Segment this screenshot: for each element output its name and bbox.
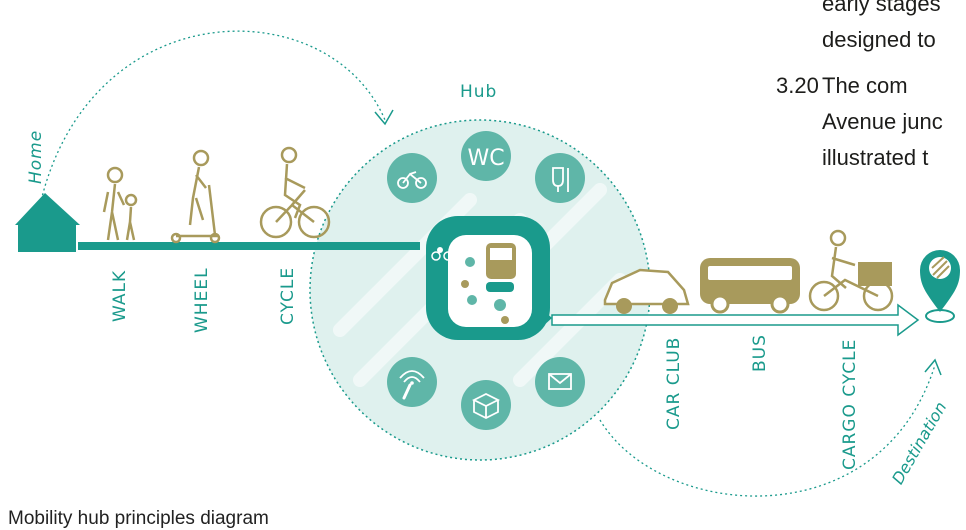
body-text-line-4: Avenue junc	[822, 109, 943, 134]
hub-to-destination-arc	[599, 364, 936, 497]
destination-arrowhead-icon	[924, 358, 942, 376]
bus-icon	[700, 258, 800, 314]
toilet-icon: WC	[461, 131, 511, 181]
home-label: Home	[26, 129, 46, 184]
mode-label-bus: BUS	[750, 334, 770, 372]
parcel-locker-icon	[461, 380, 511, 430]
scooter-icon	[170, 149, 221, 244]
arc-arrowhead-icon	[374, 109, 394, 126]
cafe-icon	[535, 153, 585, 203]
hub-label: Hub	[460, 82, 498, 102]
mode-label-walk: WALK	[110, 269, 130, 322]
mode-label-wheel: WHEEL	[192, 267, 212, 333]
home-icon	[15, 193, 80, 252]
cargo-cycle-icon	[808, 229, 894, 312]
mail-icon	[535, 357, 585, 407]
bicycle-icon	[259, 146, 331, 239]
info-icon	[387, 357, 437, 407]
body-text-line-2: designed to	[822, 27, 936, 52]
wc-label: WC	[467, 146, 504, 171]
figure-caption: Mobility hub principles diagram	[8, 508, 269, 529]
walking-people-icon	[102, 166, 138, 241]
mode-label-cargo-cycle: CARGO CYCLE	[840, 338, 860, 470]
destination-pin-icon	[920, 250, 960, 323]
mode-label-cycle: CYCLE	[278, 266, 298, 325]
body-text-line-1: early stages	[822, 0, 941, 16]
body-text-line-5: illustrated t	[822, 145, 929, 170]
paragraph-number: 3.20	[776, 73, 819, 98]
body-text-line-3: The com	[822, 73, 908, 98]
onward-arrow	[551, 303, 920, 337]
mode-label-car-club: CAR CLUB	[664, 336, 684, 430]
home-to-hub-arc	[39, 30, 386, 206]
ground-line	[78, 242, 420, 250]
hub-tile	[426, 216, 552, 340]
bike-hire-icon	[387, 153, 437, 203]
car-icon	[603, 268, 690, 314]
